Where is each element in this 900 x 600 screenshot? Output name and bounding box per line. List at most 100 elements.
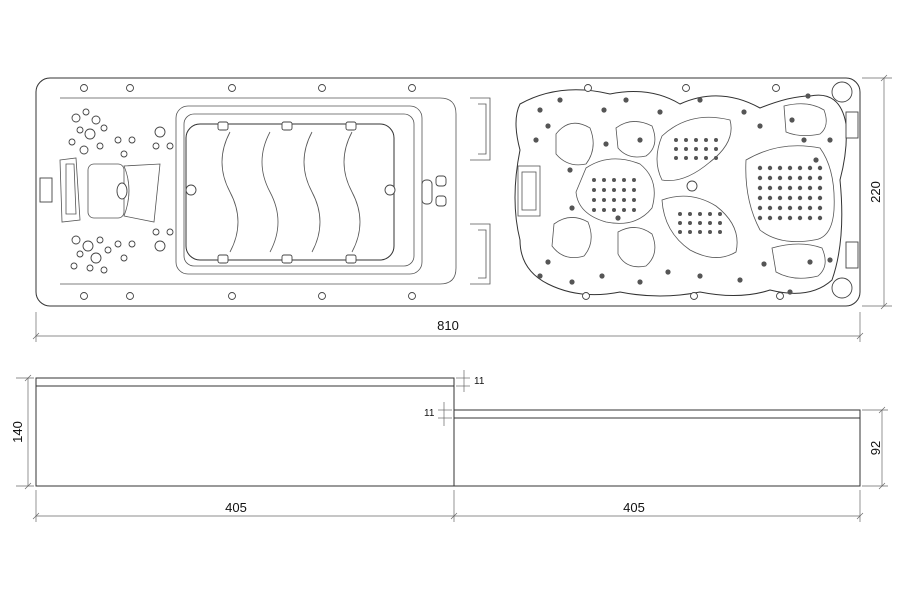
spa-seat-3 — [551, 217, 592, 259]
swim-jet — [70, 262, 78, 270]
spa-jet — [688, 212, 692, 216]
spa-jet — [567, 167, 573, 173]
swim-jet — [76, 250, 84, 258]
spa-jet — [694, 147, 698, 151]
spa-jet — [678, 221, 682, 225]
skimmer-left — [39, 177, 53, 203]
spa-jet — [737, 277, 743, 283]
spa-jet — [697, 97, 703, 103]
spa-jet — [708, 230, 712, 234]
swim-side-body — [35, 377, 455, 487]
spa-jet — [557, 97, 563, 103]
spa-jet — [678, 230, 682, 234]
control-button — [435, 195, 447, 207]
basin-jet — [345, 121, 357, 131]
swim-section — [39, 97, 457, 285]
swim-basin — [185, 123, 395, 261]
spa-jet — [714, 156, 718, 160]
spa-jet — [817, 165, 823, 171]
spa-drain — [686, 180, 698, 192]
spa-skimmer-inner — [521, 171, 537, 211]
basin-jet — [281, 254, 293, 264]
height-left-label: 140 — [10, 421, 25, 443]
rim-hole — [408, 292, 416, 300]
rim-hole — [682, 84, 690, 92]
spa-jet — [718, 212, 722, 216]
spa-jet — [698, 212, 702, 216]
swim-jet — [79, 145, 89, 155]
spa-jet — [704, 138, 708, 142]
rim-hole — [80, 84, 88, 92]
spa-jet — [612, 178, 616, 182]
rim-hole — [126, 292, 134, 300]
basin-jet — [281, 121, 293, 131]
swim-jet — [82, 240, 94, 252]
control-button — [435, 175, 447, 187]
spa-jet — [601, 107, 607, 113]
spa-jet — [545, 259, 551, 265]
side-view — [35, 377, 861, 487]
rim-hole — [772, 84, 780, 92]
step-jet — [116, 182, 128, 200]
spa-lounger-lower — [661, 195, 738, 258]
spa-jet — [688, 230, 692, 234]
spa-jet — [612, 188, 616, 192]
spa-jet — [807, 215, 813, 221]
spa-jet — [697, 273, 703, 279]
pillow-left — [59, 157, 81, 223]
spa-jet — [777, 205, 783, 211]
swim-jet — [100, 266, 108, 274]
spa-jet — [757, 215, 763, 221]
spa-jet — [817, 205, 823, 211]
spa-jet — [777, 195, 783, 201]
spa-jet — [807, 259, 813, 265]
spa-jet — [827, 137, 833, 143]
spa-divider-inner — [478, 229, 487, 279]
swim-jet — [100, 124, 108, 132]
spa-jet — [817, 175, 823, 181]
spa-jet — [767, 205, 773, 211]
swim-jet — [128, 136, 136, 144]
swim-jet — [68, 138, 76, 146]
swim-jet — [114, 136, 122, 144]
spa-jet — [807, 175, 813, 181]
rim-hole — [126, 84, 134, 92]
spa-jet — [615, 215, 621, 221]
spa-corner-upper — [783, 103, 827, 136]
spa-jet — [801, 137, 807, 143]
spa-jet — [602, 208, 606, 212]
spa-jet — [632, 208, 636, 212]
right-length-label: 405 — [623, 500, 645, 515]
spa-captain-seat — [745, 145, 835, 243]
swim-jet — [91, 115, 101, 125]
spa-jet — [761, 261, 767, 267]
spa-jet — [777, 215, 783, 221]
spa-jet — [787, 205, 793, 211]
spa-jet — [797, 195, 803, 201]
spa-jet — [632, 178, 636, 182]
spa-jet — [592, 198, 596, 202]
spa-jet — [684, 138, 688, 142]
top-view — [35, 77, 861, 307]
wave-line-4 — [343, 131, 361, 253]
spa-jet — [813, 157, 819, 163]
spa-jet — [632, 198, 636, 202]
spa-jet — [665, 269, 671, 275]
spa-jet — [704, 147, 708, 151]
swim-shell-outline — [60, 97, 457, 285]
spa-jet — [777, 165, 783, 171]
spa-jet — [684, 156, 688, 160]
spa-jet — [599, 273, 605, 279]
rim-hole — [228, 292, 236, 300]
spa-jet — [767, 165, 773, 171]
swim-jet — [71, 113, 81, 123]
wave-line-1 — [221, 131, 239, 253]
spa-jet — [612, 208, 616, 212]
left-length-label: 405 — [225, 500, 247, 515]
rim-hole — [776, 292, 784, 300]
spa-jet — [757, 205, 763, 211]
corner-cupholder — [831, 277, 853, 299]
spa-jet — [757, 185, 763, 191]
spa-jet — [718, 230, 722, 234]
swim-jet — [120, 254, 128, 262]
